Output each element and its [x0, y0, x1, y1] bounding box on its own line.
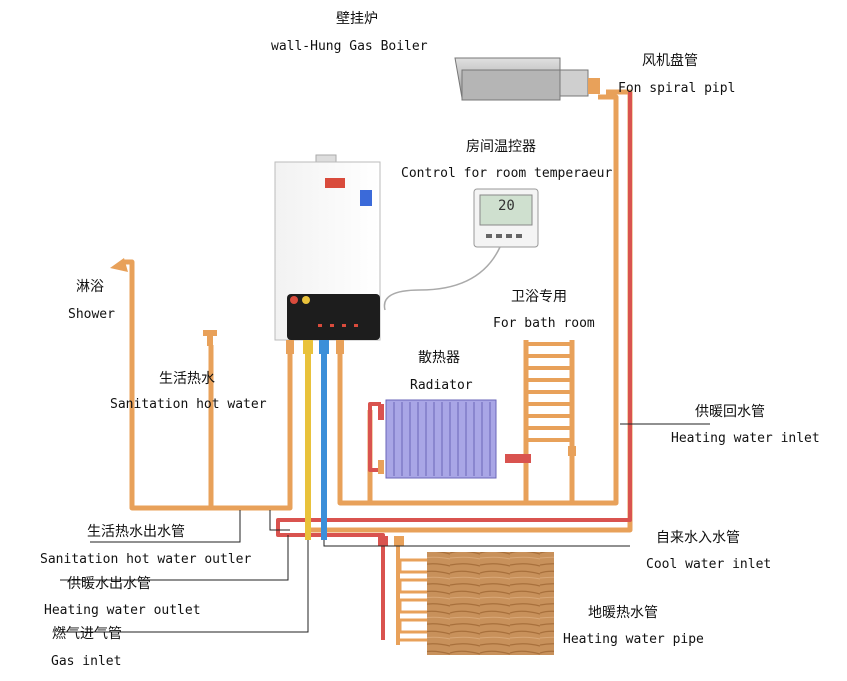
gas-inlet-label-cn: 燃气进气管 — [52, 626, 122, 642]
sanitation-hot-water-pipe — [124, 259, 293, 511]
floor-heating-label-en: Heating water pipe — [563, 632, 704, 647]
shower-head-icon — [110, 258, 128, 272]
thermostat-label-en: Control for room temperaeur — [401, 166, 613, 181]
sanitation-outlet-label-en: Sanitation hot water outler — [40, 552, 252, 567]
boiler-unit — [274, 154, 381, 354]
boiler-title-cn: 壁挂炉 — [336, 11, 378, 27]
boiler-title-en: wall-Hung Gas Boiler — [271, 39, 428, 54]
sanitation-hot-water-label-cn: 生活热水 — [159, 371, 215, 387]
bathroom-label-cn: 卫浴专用 — [511, 289, 567, 305]
valve-icon — [394, 536, 404, 546]
room-thermostat[interactable] — [383, 188, 539, 311]
valve-icon — [378, 536, 388, 546]
tap-icon — [203, 330, 217, 346]
thermostat-label-cn: 房间温控器 — [466, 139, 536, 155]
fan-coil-unit — [454, 57, 600, 101]
fan-coil-label-en: Fon spiral pipl — [618, 81, 736, 96]
sanitation-hot-water-label-en: Sanitation hot water — [110, 397, 267, 412]
leader-lines — [60, 423, 710, 633]
heating-outlet-label-en: Heating water outlet — [44, 603, 201, 618]
bathroom-label-en: For bath room — [493, 316, 595, 331]
heating-return-label-cn: 供暖回水管 — [695, 404, 765, 420]
sanitation-outlet-label-cn: 生活热水出水管 — [87, 524, 185, 540]
thermostat-display: 20 — [498, 198, 515, 214]
cool-water-inlet-label-en: Cool water inlet — [646, 557, 772, 572]
red-supply-pipe — [276, 92, 632, 640]
floor-heating-label-cn: 地暖热水管 — [588, 605, 658, 621]
valve-icon — [505, 454, 531, 463]
valve-icon — [568, 446, 576, 456]
radiator-label-cn: 散热器 — [418, 350, 460, 366]
cool-water-inlet-label-cn: 自来水入水管 — [656, 530, 740, 546]
shower-label-cn: 淋浴 — [76, 279, 104, 295]
heating-return-label-en: Heating water inlet — [671, 431, 820, 446]
shower-label-en: Shower — [68, 307, 115, 322]
fan-coil-label-cn: 风机盘管 — [642, 53, 698, 69]
radiator-label-en: Radiator — [410, 378, 473, 393]
gas-inlet-label-en: Gas inlet — [51, 654, 122, 669]
floor-heating-panel — [398, 552, 554, 655]
heating-outlet-label-cn: 供暖水出水管 — [67, 576, 151, 592]
radiator-unit — [378, 399, 497, 479]
towel-rack — [524, 340, 574, 450]
